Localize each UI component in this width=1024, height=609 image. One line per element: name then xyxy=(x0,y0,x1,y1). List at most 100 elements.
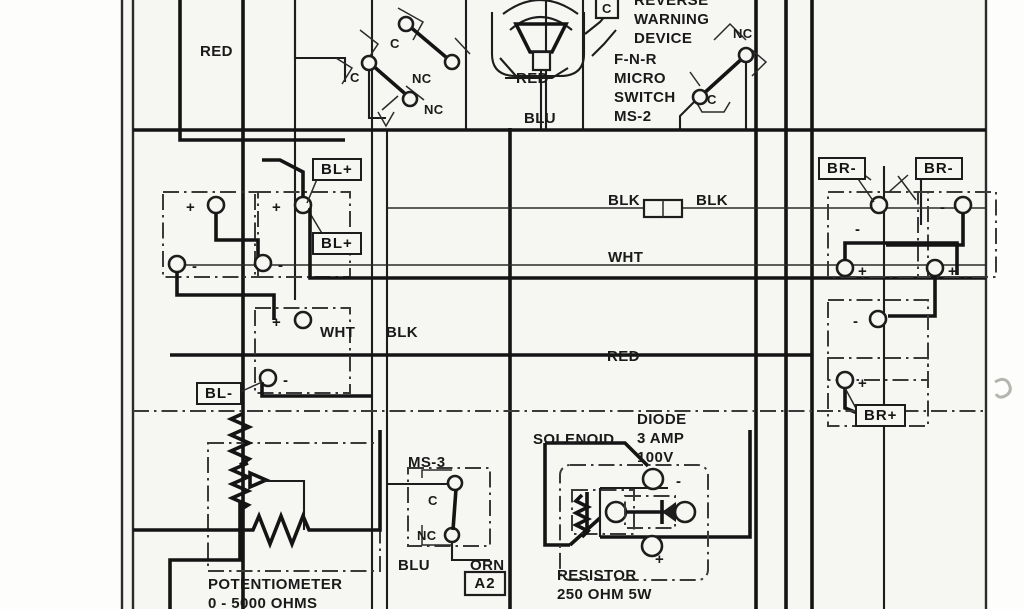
wire-label-wht-left: WHT xyxy=(320,324,355,341)
battery-right-2-plus-wire xyxy=(888,276,937,318)
fnr-pointer xyxy=(591,29,617,57)
ms3-c-label: C xyxy=(428,493,438,508)
c-tag-box xyxy=(594,0,620,20)
battery-left-2-bus-wire xyxy=(308,208,986,280)
wire-label-red-left: RED xyxy=(200,43,233,60)
warning-device-lead-left xyxy=(499,57,517,77)
potentiometer-coil-vertical xyxy=(226,412,254,467)
warning-device-lead-bottom xyxy=(505,67,569,80)
br-minus-2-lead xyxy=(888,174,909,193)
battery-right-2-plus-label: + xyxy=(948,263,957,280)
tag-bl-plus-2: BL+ xyxy=(312,232,362,255)
switch-lower-bracket-left xyxy=(335,57,354,85)
ms2-bracket-left xyxy=(689,71,701,87)
ms3-outline xyxy=(407,467,491,547)
tag-bl-plus-1: BL+ xyxy=(312,158,362,181)
warning-device-label-3: DEVICE xyxy=(634,30,692,47)
left-switch-lower-c-label: C xyxy=(350,70,360,85)
battery-left-1-minus-label: - xyxy=(192,258,197,275)
diode-label-3: 100V xyxy=(637,449,674,466)
scan-artifact-squiggle xyxy=(994,377,1012,399)
diode-label-2: 3 AMP xyxy=(637,430,684,447)
warning-device-cone xyxy=(513,22,569,54)
potentiometer-arrow xyxy=(248,470,271,490)
switch-lower-lead xyxy=(367,70,386,120)
c-tag-label: C xyxy=(602,1,612,16)
switch-upper-bracket-right xyxy=(454,37,471,55)
page-right-margin xyxy=(987,0,1024,609)
diode-minus-mark: - xyxy=(676,473,681,490)
switch-upper-nc-terminal xyxy=(443,53,461,71)
diode-anode-triangle xyxy=(662,502,676,522)
tag-br-plus: BR+ xyxy=(855,404,907,427)
ms2-c-label: C xyxy=(707,92,717,107)
potentiometer-wiper-lead xyxy=(264,479,306,530)
battery-right-1-minus-label: - xyxy=(855,221,860,238)
battery-right-3-minus-terminal xyxy=(868,309,888,329)
red-wire-left-loop xyxy=(178,0,345,142)
warning-device-label-1: REVERSE xyxy=(634,0,709,9)
battery-right-1-minus-terminal xyxy=(869,195,889,215)
potentiometer-label-2: 0 - 5000 OHMS xyxy=(208,595,317,609)
switch-lower-bracket-bot xyxy=(381,95,399,111)
battery-left-2-plus-wire xyxy=(262,158,305,198)
battery-left-3-plus-label: + xyxy=(272,314,281,331)
page-left-margin xyxy=(0,0,122,609)
left-switch-upper-nc-label: NC xyxy=(412,71,432,86)
ms2-lead xyxy=(678,101,695,130)
switch-lower-arrow xyxy=(377,111,395,128)
battery-right-3-outline xyxy=(827,299,929,381)
switch-lower-blade xyxy=(369,62,412,100)
battery-left-3-plus-terminal xyxy=(293,310,313,330)
wire-label-blk-fuse-right: BLK xyxy=(696,192,728,209)
solenoid-coil-outline xyxy=(571,489,635,535)
fnr-label-3: SWITCH xyxy=(614,89,676,106)
ms2-c-terminal xyxy=(691,88,709,106)
battery-right-1-outline xyxy=(827,191,929,278)
battery-right-4-outline xyxy=(827,357,929,427)
diode-plus-terminal xyxy=(640,534,664,558)
ms2-bracket-top xyxy=(713,22,747,41)
fnr-label-1: F-N-R xyxy=(614,51,657,68)
switch-lower-nc-terminal xyxy=(401,90,419,108)
battery-right-1-plus-wire xyxy=(843,241,959,275)
ms3-nc-lead xyxy=(450,542,490,562)
ms3-name-label: MS-3 xyxy=(408,454,445,471)
battery-left-2-plus-label: + xyxy=(272,199,281,216)
diode-module-outline xyxy=(559,464,709,581)
ms3-blade xyxy=(451,488,458,531)
fnr-label-4: MS-2 xyxy=(614,108,651,125)
solenoid-left-leg xyxy=(543,443,570,547)
battery-right-1-tag-lead xyxy=(855,175,875,203)
battery-right-2-tag-lead xyxy=(897,175,917,201)
battery-left-3-minus-label: - xyxy=(283,372,288,389)
ms2-blade xyxy=(699,54,747,98)
switch-upper-c-terminal xyxy=(397,15,415,33)
wire-label-blu-top: BLU xyxy=(524,110,556,127)
battery-right-3-minus-label: - xyxy=(853,313,858,330)
tag-br-minus-1: BR- xyxy=(818,157,866,180)
battery-left-2-minus-label: - xyxy=(278,257,283,274)
ms3-nc-label: NC xyxy=(417,528,437,543)
diode-plus-mark: + xyxy=(655,551,664,568)
fnr-label-2: MICRO xyxy=(614,70,666,87)
battery-left-1-plus-label: + xyxy=(186,199,195,216)
battery-right-4-plus-label: + xyxy=(858,375,867,392)
resistor-label-2: 250 OHM 5W xyxy=(557,586,652,603)
solenoid-top-bracket xyxy=(545,441,650,468)
warning-device-label-2: WARNING xyxy=(634,11,709,28)
wire-label-blu-bottom: BLU xyxy=(398,557,430,574)
ms3-bracket-bottom xyxy=(421,525,452,546)
left-switch-upper-c-label: C xyxy=(390,36,400,51)
solenoid-label: SOLENOID xyxy=(533,431,615,448)
tag-bl-minus: BL- xyxy=(196,382,242,405)
left-switch-lower-nc-label: NC xyxy=(424,102,444,117)
battery-left-3-minus-wire xyxy=(260,382,372,398)
battery-left-1-plus-wire xyxy=(214,213,260,262)
red-wire-left-branch xyxy=(293,0,347,82)
a2-tag-box xyxy=(463,570,507,597)
